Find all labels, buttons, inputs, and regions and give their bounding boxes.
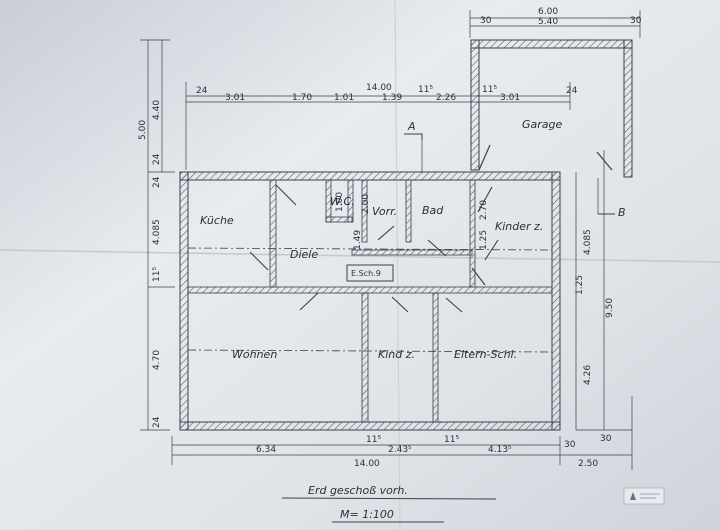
floor-tag-label: E.Sch.9	[351, 269, 381, 278]
room-living-label: Wohnen	[232, 348, 277, 361]
floor-tag-box: E.Sch.9	[346, 264, 394, 282]
dim-top-small: 11⁵	[418, 85, 433, 95]
dim-bottom: 2.50	[578, 459, 598, 469]
dim-top-small: 11⁵	[482, 85, 497, 95]
dim-left: 4.70	[152, 350, 162, 370]
dim-left: 11⁵	[152, 267, 162, 282]
dim-overall-top: 14.00	[366, 83, 392, 93]
room-child-label: Kinder z.	[495, 220, 543, 233]
dim-bottom: 2.43⁵	[388, 445, 412, 455]
garage-walls	[470, 39, 633, 178]
dim-top: 1.70	[292, 93, 312, 103]
dim-top: 1.01	[334, 93, 354, 103]
dim-right: 1.25	[575, 275, 585, 295]
dim-bottom: 4.13⁵	[488, 445, 512, 455]
dim-garage: 5.40	[538, 17, 558, 27]
section-arrow-a	[404, 133, 423, 140]
room-child2-label: Kind z.	[378, 348, 415, 361]
dim-left: 4.085	[152, 219, 162, 245]
room-garage-label: Garage	[522, 118, 563, 131]
dim-inner: 1.00	[335, 192, 345, 212]
dim-right: 1.25	[479, 230, 489, 250]
dim-inner: 2.70	[479, 200, 489, 220]
house-interior-walls	[187, 179, 553, 423]
room-hall-label: Diele	[290, 248, 318, 261]
section-line	[187, 247, 553, 251]
dim-bottom: 11⁵	[366, 435, 381, 445]
room-bath-label: Bad	[422, 204, 444, 217]
section-line	[187, 349, 553, 353]
title-underline	[281, 497, 497, 500]
dim-garage: 6.00	[538, 7, 558, 17]
door-swings	[249, 184, 499, 313]
section-mark-b: B	[618, 206, 626, 219]
room-kitchen-label: Küche	[200, 214, 234, 227]
dim-right: 30	[564, 440, 576, 450]
dim-left: 24	[152, 153, 162, 165]
house-outer-walls	[179, 171, 561, 431]
dim-garage: 30	[480, 16, 492, 26]
dim-inner: 1.49	[353, 230, 363, 250]
room-wc-label: W.C.	[330, 195, 355, 208]
dim-right: 4.085	[583, 229, 593, 255]
dim-inner: 2.00	[361, 194, 371, 214]
room-vestibule-label: Vorr.	[372, 205, 397, 218]
dim-left: 4.40	[152, 100, 162, 120]
dim-bottom: 11⁵	[444, 435, 459, 445]
section-mark-a: A	[407, 120, 416, 133]
dim-top: 24	[196, 86, 208, 96]
drawing-scale: M= 1:100	[340, 508, 394, 521]
dim-top: 3.01	[225, 93, 245, 103]
watermark-stamp-icon	[623, 487, 665, 505]
room-parents-label: Eltern-Schl.	[454, 348, 517, 361]
dim-left: 5.00	[138, 120, 148, 140]
dim-right: 9.50	[605, 298, 615, 318]
dim-top: 1.39	[382, 93, 402, 103]
dim-bottom: 6.34	[256, 445, 276, 455]
dim-top: 2.26	[436, 93, 456, 103]
paper-fold-line	[0, 249, 720, 263]
dim-top: 24	[566, 86, 578, 96]
dim-garage: 30	[630, 16, 642, 26]
dim-top: 3.01	[500, 93, 520, 103]
dim-right: 4.26	[583, 365, 593, 385]
dim-left: 24	[152, 176, 162, 188]
drawing-title: Erd geschoß vorh.	[308, 484, 408, 497]
dim-bottom: 14.00	[354, 459, 380, 469]
dimension-lines	[140, 10, 641, 470]
paper-fold-line	[394, 0, 401, 530]
dim-bottom: 30	[600, 434, 612, 444]
dim-left: 24	[152, 416, 162, 428]
